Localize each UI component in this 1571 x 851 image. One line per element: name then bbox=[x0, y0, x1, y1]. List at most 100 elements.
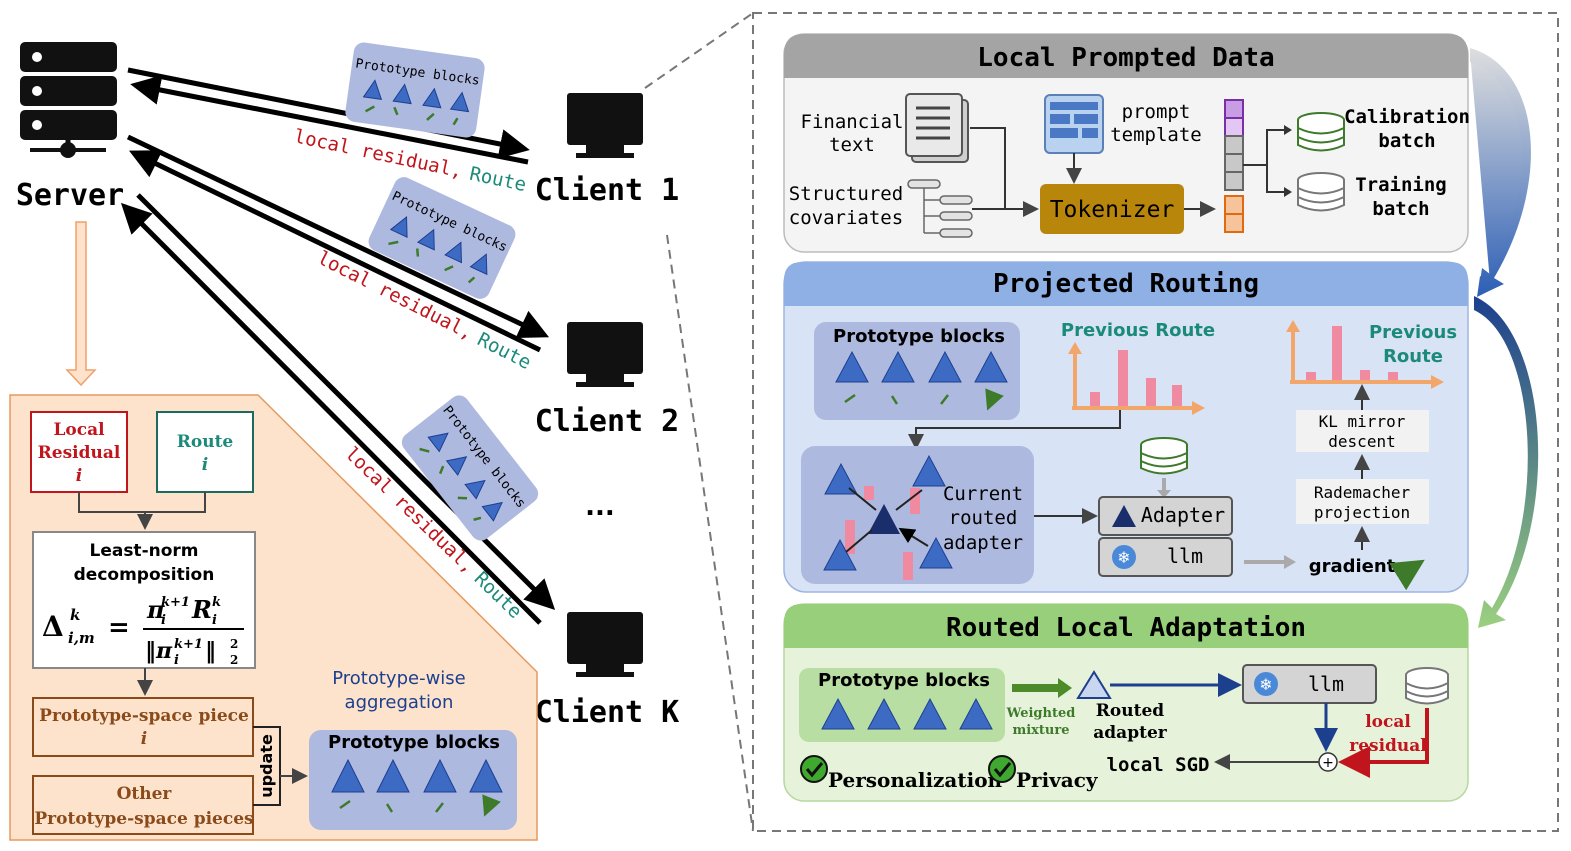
rademacher-box bbox=[1296, 479, 1429, 524]
decomposition-formula: Δ k i,m = π k+1 i R k i ‖π k+1 i ‖ 2 2 bbox=[42, 595, 244, 668]
p2-prototype-block bbox=[814, 322, 1020, 420]
kl-label-2: descent bbox=[1328, 432, 1395, 451]
p3-prototype-title: Prototype blocks bbox=[818, 670, 990, 691]
p3-local-residual-1: local bbox=[1365, 712, 1411, 732]
training-label-2: batch bbox=[1372, 198, 1429, 220]
aggregation-block-title: Prototype blocks bbox=[328, 732, 500, 753]
calibration-label-2: batch bbox=[1378, 130, 1435, 152]
p2-db-icon bbox=[1140, 437, 1188, 475]
current-label-1: Current bbox=[943, 483, 1023, 505]
svg-text:R: R bbox=[191, 595, 212, 624]
current-adapter-graph bbox=[823, 454, 953, 580]
p2-previous-route-2b: Route bbox=[1383, 346, 1443, 367]
update-bracket bbox=[253, 726, 281, 806]
current-label-3: adapter bbox=[943, 532, 1023, 554]
svg-text:π: π bbox=[146, 595, 165, 624]
aggregation-title-2: aggregation bbox=[345, 692, 454, 713]
route-box-index: i bbox=[202, 455, 208, 475]
check-icon-personalization bbox=[800, 755, 828, 783]
client-detail-frame bbox=[752, 12, 1559, 832]
p2-prototype-title: Prototype blocks bbox=[833, 326, 1005, 347]
financial-text-label-1: Financial bbox=[801, 111, 904, 133]
flow-arrow-1-shape bbox=[1470, 48, 1531, 296]
svg-text:2: 2 bbox=[230, 653, 238, 667]
svg-text:Δ: Δ bbox=[42, 610, 64, 643]
p3-llm-label: llm bbox=[1308, 672, 1344, 696]
svg-text:i: i bbox=[174, 653, 179, 668]
weighted-mixture-arrow bbox=[1012, 678, 1072, 698]
panel-1-title: Local Prompted Data bbox=[977, 43, 1274, 73]
ellipsis: ... bbox=[585, 492, 615, 522]
training-db-icon bbox=[1297, 172, 1345, 212]
local-residual-index: i bbox=[76, 466, 82, 486]
p3-triangles bbox=[821, 697, 993, 730]
prototype-piece-box bbox=[32, 697, 254, 757]
local-sgd-label: local SGD bbox=[1107, 754, 1210, 776]
prompt-label-2: template bbox=[1110, 124, 1202, 146]
svg-text:k+1: k+1 bbox=[161, 595, 190, 610]
client-1-icon bbox=[567, 93, 643, 158]
snowflake-icon bbox=[1112, 545, 1136, 569]
client-1-label: Client 1 bbox=[535, 173, 680, 208]
gradient-label: gradient bbox=[1309, 556, 1396, 577]
panel-2-title: Projected Routing bbox=[993, 269, 1259, 299]
routed-adapter-icon bbox=[1076, 670, 1112, 699]
other-pieces-line-1: Other bbox=[117, 784, 173, 804]
svg-text:k+1: k+1 bbox=[174, 637, 203, 652]
other-pieces-box bbox=[32, 775, 254, 835]
svg-text:i: i bbox=[161, 613, 166, 628]
structured-label-2: covariates bbox=[789, 207, 903, 229]
packet-1: Prototype blocks bbox=[345, 42, 485, 138]
route-box bbox=[156, 411, 254, 493]
tokenizer-box bbox=[1040, 184, 1184, 234]
token-stack bbox=[1224, 99, 1244, 233]
decomposition-title-1: Least-norm bbox=[89, 541, 198, 561]
client-2-icon bbox=[567, 322, 643, 387]
split-arrows bbox=[1243, 129, 1290, 193]
prev-route-to-current-arrow bbox=[908, 410, 1121, 450]
client-k-icon bbox=[567, 612, 643, 677]
svg-text:k: k bbox=[212, 595, 221, 610]
calibration-label-1: Calibration bbox=[1344, 106, 1470, 128]
personalization-label: Personalization bbox=[828, 768, 1003, 792]
llm-box bbox=[1098, 537, 1233, 577]
zoom-line-bottom bbox=[666, 234, 754, 832]
client-k-label: Client K bbox=[535, 695, 680, 730]
structured-label-1: Structured bbox=[789, 183, 903, 205]
doc-to-tokenizer-arrow bbox=[970, 127, 1039, 217]
panel-1-header bbox=[784, 34, 1468, 78]
server-icon bbox=[20, 42, 117, 158]
packet-2: Prototype blocks bbox=[368, 177, 516, 299]
kl-label-1: KL mirror bbox=[1319, 412, 1406, 431]
p2-previous-route-title: Previous Route bbox=[1061, 320, 1215, 341]
prototype-piece-label: Prototype-space piece bbox=[39, 706, 249, 726]
prompt-template-icon bbox=[1044, 94, 1104, 154]
svg-text:+: + bbox=[1322, 755, 1334, 771]
client-2-label: Client 2 bbox=[535, 404, 680, 439]
document-icon bbox=[905, 93, 969, 163]
previous-route-chart-2 bbox=[1286, 320, 1444, 389]
local-residual-line-2: Residual bbox=[38, 443, 121, 463]
svg-text:‖: ‖ bbox=[205, 638, 216, 664]
routed-label-2: adapter bbox=[1093, 723, 1167, 743]
svg-text:❄: ❄ bbox=[1259, 675, 1272, 694]
adapter-triangle-icon bbox=[1112, 505, 1136, 527]
p3-snowflake-icon bbox=[1254, 672, 1278, 696]
route-box-label: Route bbox=[177, 432, 234, 452]
local-residual-line-1: Local bbox=[53, 420, 105, 440]
p2-triangles bbox=[835, 350, 1008, 383]
decomposition-box bbox=[32, 531, 256, 669]
p2-gradients bbox=[844, 395, 993, 406]
p3-db-icon bbox=[1405, 667, 1449, 705]
privacy-label: Privacy bbox=[1016, 768, 1099, 792]
svg-text:2: 2 bbox=[230, 637, 238, 651]
decomposition-title-2: decomposition bbox=[74, 565, 215, 585]
current-adapter-block bbox=[801, 446, 1034, 584]
calibration-db-icon bbox=[1297, 112, 1345, 152]
weighted-label-1: Weighted bbox=[1006, 706, 1076, 721]
flow-arrow-1 bbox=[1470, 52, 1525, 297]
server-label: Server bbox=[16, 178, 124, 213]
aggregation-triangles bbox=[331, 758, 503, 793]
rademacher-label-1: Rademacher bbox=[1314, 483, 1411, 502]
